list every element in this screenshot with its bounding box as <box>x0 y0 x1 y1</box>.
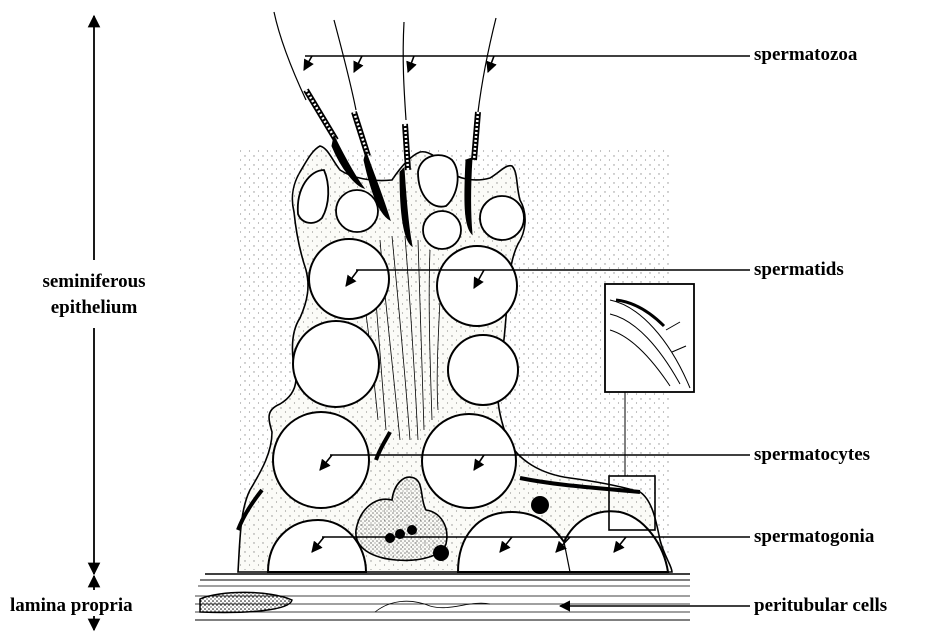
label-spermatogonia: spermatogonia <box>754 526 874 548</box>
label-lamina-propria: lamina propria <box>10 595 133 617</box>
lipid-droplet <box>531 496 549 514</box>
label-seminiferous: seminiferous <box>24 271 164 293</box>
label-spermatozoa: spermatozoa <box>754 44 857 66</box>
label-epithelium: epithelium <box>24 297 164 319</box>
peritubular-cell-fiber <box>375 601 490 612</box>
label-spermatocytes: spermatocytes <box>754 444 870 466</box>
label-peritubular-cells: peritubular cells <box>754 595 887 617</box>
label-spermatids: spermatids <box>754 259 844 281</box>
peritubular-cell-nucleus <box>200 592 292 612</box>
spermatozoon-tail <box>274 12 306 100</box>
lipid-droplet <box>433 545 449 561</box>
